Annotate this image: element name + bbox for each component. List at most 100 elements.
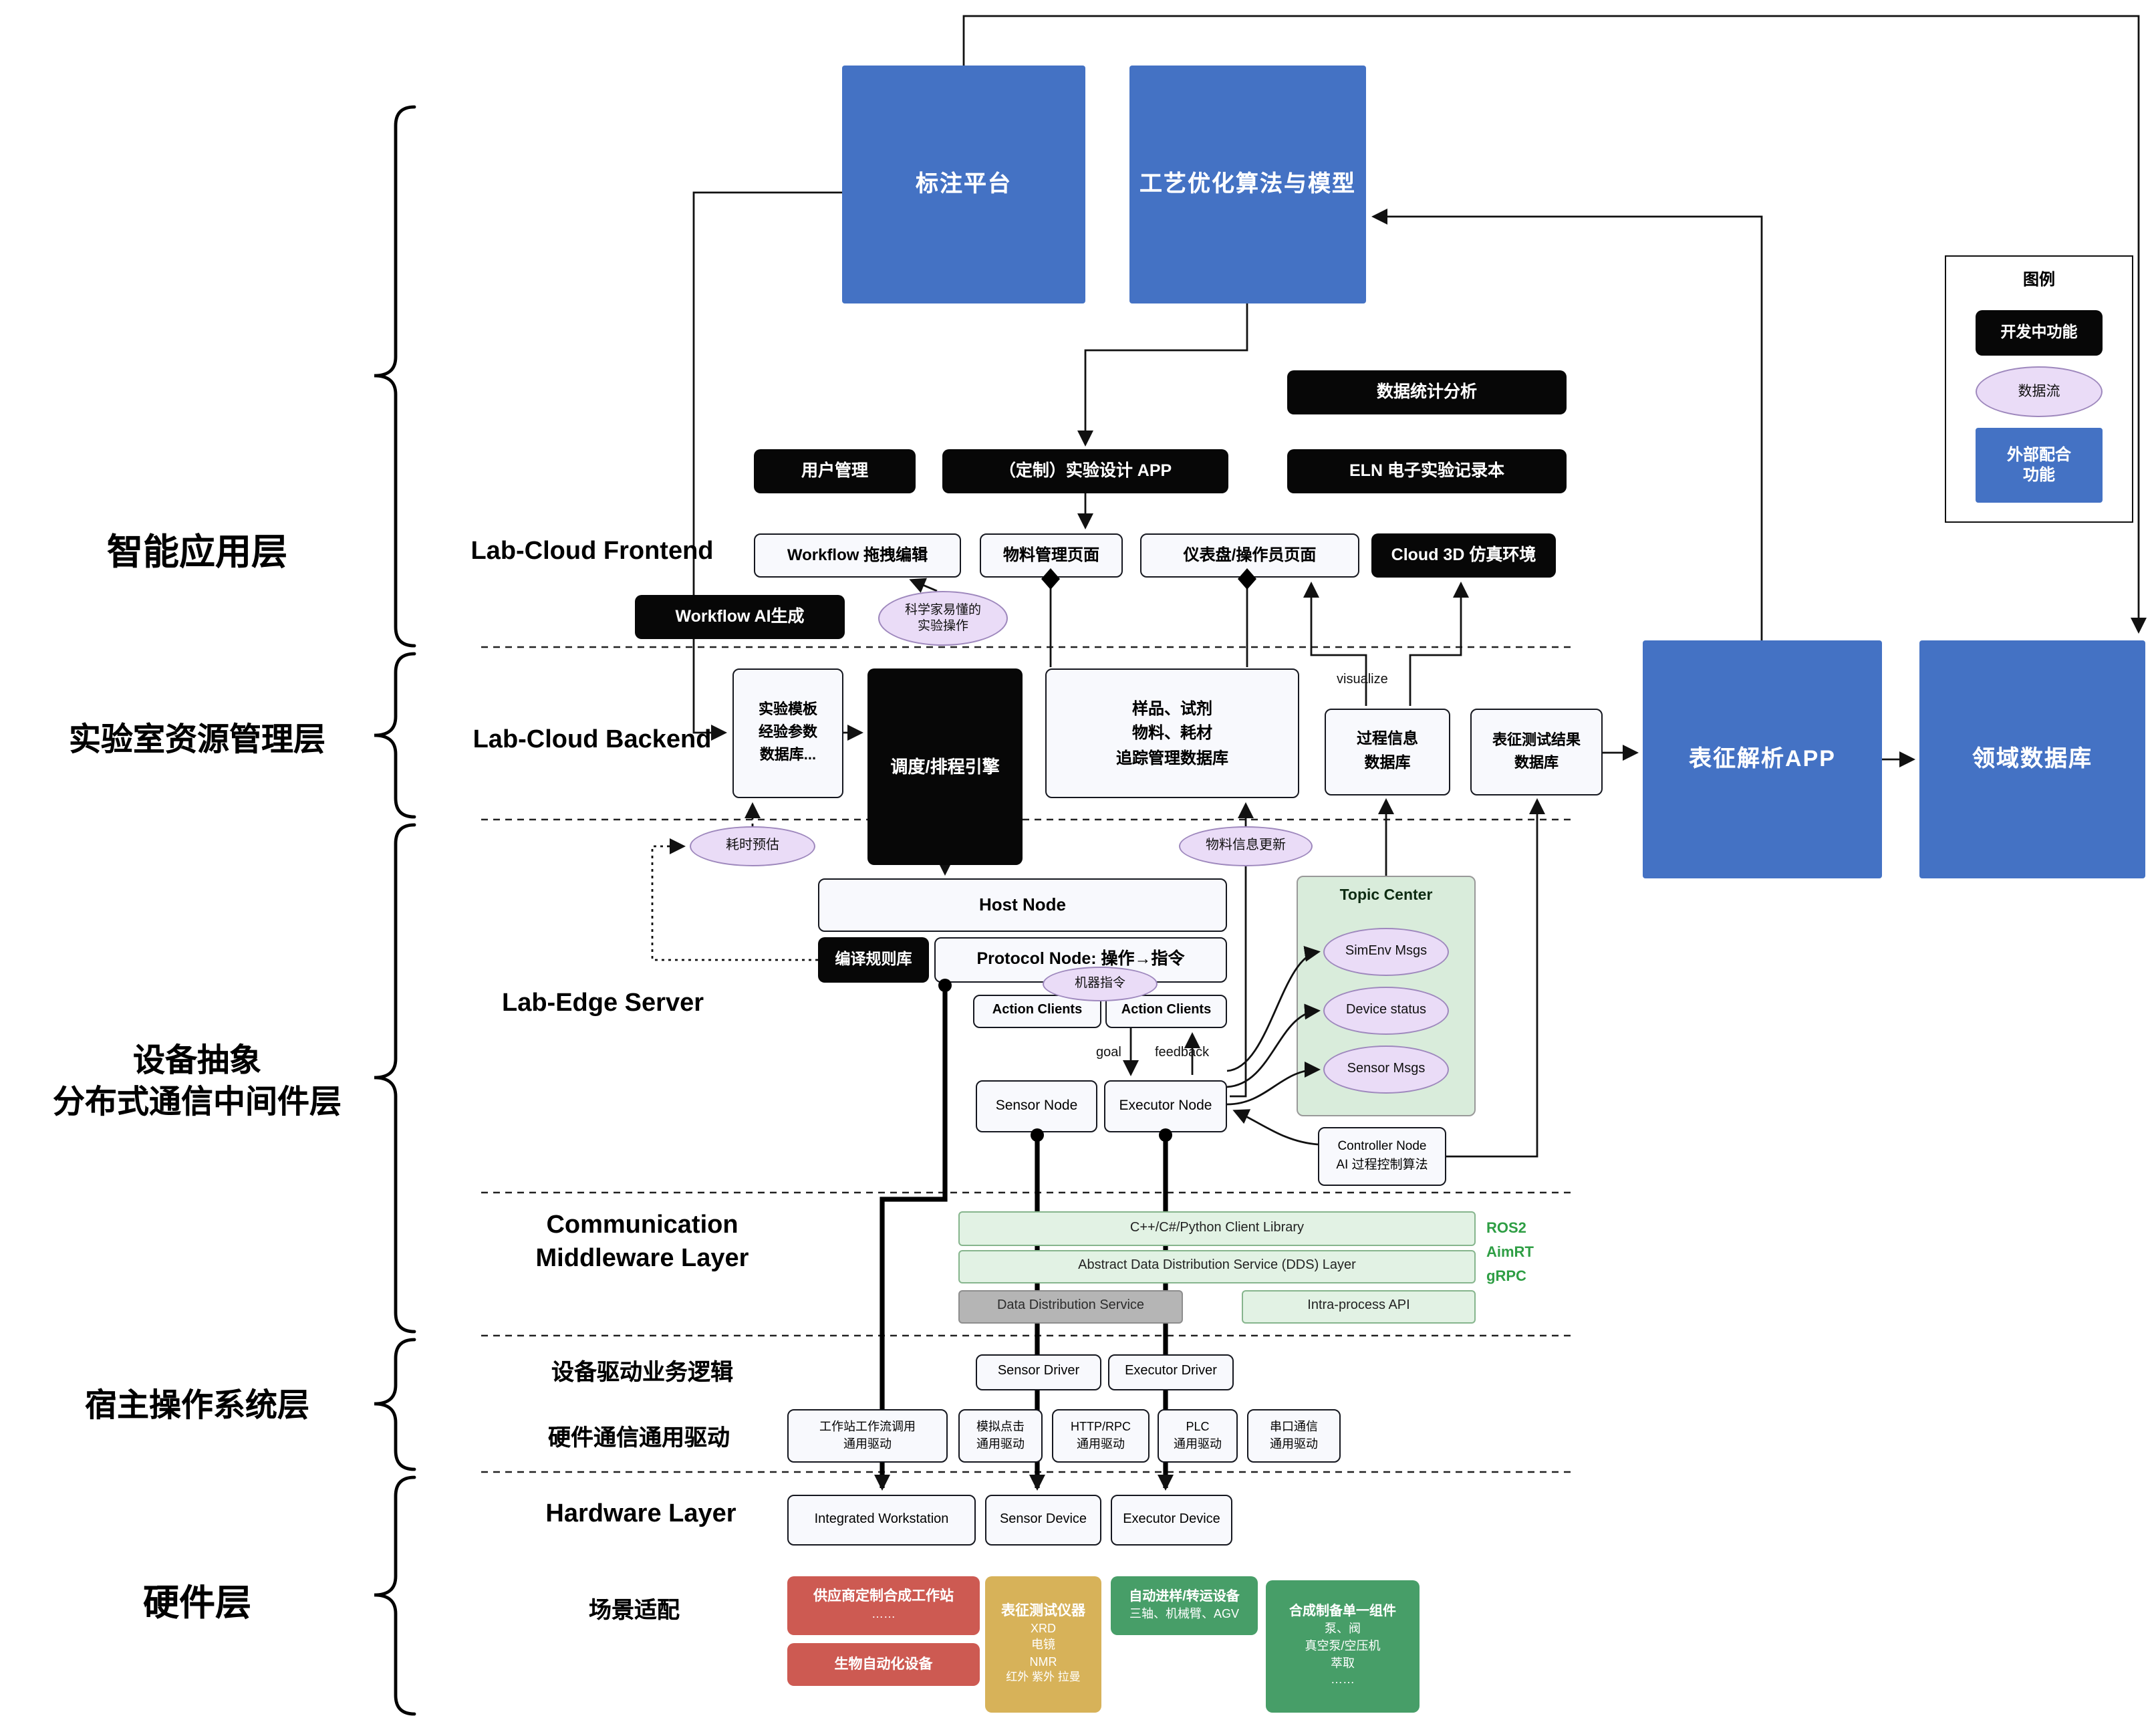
- device-status-ellipse: Device status: [1323, 987, 1449, 1035]
- flow-line: 科学家易懂的: [904, 602, 981, 618]
- layer-label-hardware: 硬件层: [143, 1583, 251, 1623]
- text-line: 实验模板: [759, 701, 817, 718]
- text-line: 泵、阀: [1324, 1622, 1361, 1636]
- text-line: 通用驱动: [1076, 1437, 1125, 1451]
- text-line: 表征测试仪器: [1001, 1602, 1085, 1619]
- host-node-box: Host Node: [818, 878, 1227, 932]
- stack-item: ROS2: [1486, 1221, 1526, 1237]
- arrow-connectors: [692, 15, 2147, 1158]
- topic-center-title: Topic Center: [1339, 888, 1433, 904]
- text-line: 追踪管理数据库: [1115, 748, 1228, 767]
- machine-cmd-ellipse: 机器指令: [1043, 967, 1158, 1001]
- text-line: 通用驱动: [1269, 1437, 1318, 1451]
- text-line: NMR: [1029, 1654, 1057, 1669]
- label-line: 分布式通信中间件层: [53, 1084, 342, 1121]
- text-line: 数据库: [1364, 755, 1411, 771]
- scheduler-box: 调度/排程引擎: [867, 668, 1023, 865]
- text-line: 数据库: [1514, 755, 1559, 771]
- generic-driver-box-click: 模拟点击 通用驱动: [958, 1409, 1043, 1463]
- text-line: 经验参数: [759, 724, 817, 741]
- generic-driver-box-plc: PLC 通用驱动: [1158, 1409, 1238, 1463]
- executor-driver-box: Executor Driver: [1108, 1354, 1234, 1390]
- text-line: 表征测试结果: [1492, 733, 1581, 749]
- text-line: 合成制备单一组件: [1289, 1604, 1396, 1620]
- text-line: HTTP/RPC: [1071, 1420, 1131, 1434]
- legend-title: 图例: [2022, 270, 2055, 289]
- scientist-ops-ellipse: 科学家易懂的 实验操作: [878, 591, 1008, 646]
- synthesis-units-box: 合成制备单一组件 泵、阀 真空泵/空压机 萃取 ……: [1266, 1580, 1420, 1713]
- label-line: Communication: [546, 1211, 738, 1239]
- text-line: 生物自动化设备: [834, 1656, 933, 1673]
- generic-driver-box-workstation: 工作站工作流调用 通用驱动: [787, 1409, 948, 1463]
- workflow-editor-box: Workflow 拖拽编辑: [754, 533, 961, 578]
- workstation-box: Integrated Workstation: [787, 1495, 976, 1546]
- flow-line: 实验操作: [917, 618, 968, 633]
- sample-db-box: 样品、试剂 物料、耗材 追踪管理数据库: [1045, 668, 1299, 798]
- vendor-workstation-box: 供应商定制合成工作站 ……: [787, 1576, 980, 1635]
- material-page-box: 物料管理页面: [980, 533, 1123, 578]
- generic-driver-box-http: HTTP/RPC 通用驱动: [1052, 1409, 1150, 1463]
- annotation-platform-box: 标注平台: [842, 66, 1085, 303]
- text-line: Controller Node: [1337, 1138, 1427, 1154]
- process-db-box: 过程信息 数据库: [1325, 709, 1450, 795]
- dotted-connectors: [651, 802, 818, 961]
- legend-data-flow: 数据流: [1976, 366, 2103, 417]
- sensor-device-box: Sensor Device: [985, 1495, 1101, 1546]
- char-instruments-box: 表征测试仪器 XRD 电镜 NMR 红外 紫外 拉曼: [985, 1576, 1101, 1713]
- user-mgmt-box: 用户管理: [754, 449, 916, 493]
- section-label-driver-logic: 设备驱动业务逻辑: [551, 1360, 733, 1385]
- section-label-edge-server: Lab-Edge Server: [502, 989, 704, 1017]
- text-line: 通用驱动: [976, 1437, 1025, 1451]
- middleware-stack-labels: ROS2 AimRT gRPC: [1486, 1217, 1534, 1289]
- text-line: ……: [871, 1607, 896, 1621]
- text-line: 三轴、机械臂、AGV: [1129, 1606, 1239, 1620]
- dds-abstract-box: Abstract Data Distribution Service (DDS)…: [958, 1250, 1476, 1283]
- text-line: 串口通信: [1269, 1420, 1318, 1434]
- layer-braces: [374, 105, 416, 1716]
- section-label-hw-comm-driver: 硬件通信通用驱动: [548, 1425, 730, 1451]
- text-line: 萃取: [1330, 1656, 1355, 1670]
- domain-db-box: 领域数据库: [1919, 640, 2145, 878]
- generic-driver-box-serial: 串口通信 通用驱动: [1247, 1409, 1341, 1463]
- dds-box: Data Distribution Service: [958, 1290, 1183, 1324]
- stack-item: gRPC: [1486, 1269, 1526, 1285]
- executor-node-box: Executor Node: [1104, 1080, 1227, 1132]
- sampling-transfer-box: 自动进样/转运设备 三轴、机械臂、AGV: [1111, 1576, 1258, 1635]
- visualize-label: visualize: [1337, 672, 1388, 687]
- text-line: XRD: [1030, 1621, 1056, 1635]
- section-label-communication: Communication Middleware Layer: [505, 1210, 779, 1276]
- char-result-db-box: 表征测试结果 数据库: [1470, 709, 1603, 795]
- dashboard-page-box: 仪表盘/操作员页面: [1140, 533, 1359, 578]
- layer-label-intelligent-app: 智能应用层: [107, 532, 287, 572]
- controller-node-box: Controller Node AI 过程控制算法: [1318, 1127, 1446, 1186]
- sensor-node-box: Sensor Node: [976, 1080, 1097, 1132]
- exp-design-app-box: （定制）实验设计 APP: [942, 449, 1228, 493]
- workflow-ai-box: Workflow AI生成: [635, 595, 845, 639]
- text-line: 外部配合: [2006, 445, 2071, 465]
- layer-label-device-abstraction: 设备抽象 分布式通信中间件层: [13, 1040, 381, 1124]
- text-line: 模拟点击: [976, 1420, 1025, 1434]
- feedback-label: feedback: [1155, 1046, 1210, 1060]
- process-opt-model-box: 工艺优化算法与模型: [1129, 66, 1366, 303]
- text-line: 样品、试剂: [1131, 699, 1212, 718]
- layer-label-lab-resource: 实验室资源管理层: [69, 722, 325, 758]
- legend-external: 外部配合 功能: [1976, 428, 2103, 503]
- bio-automation-box: 生物自动化设备: [787, 1643, 980, 1686]
- text-line: 真空泵/空压机: [1305, 1639, 1381, 1652]
- time-estimate-ellipse: 耗时预估: [690, 826, 815, 866]
- goal-label: goal: [1096, 1046, 1121, 1060]
- text-line: 通用驱动: [843, 1437, 892, 1451]
- text-line: 过程信息: [1357, 731, 1418, 748]
- stack-item: AimRT: [1486, 1245, 1534, 1261]
- template-db-box: 实验模板 经验参数 数据库...: [732, 668, 843, 798]
- text-line: 通用驱动: [1173, 1437, 1222, 1451]
- label-line: 设备抽象: [133, 1043, 261, 1079]
- text-line: 自动进样/转运设备: [1129, 1589, 1240, 1604]
- section-label-backend: Lab-Cloud Backend: [473, 726, 712, 754]
- data-stats-box: 数据统计分析: [1287, 370, 1567, 414]
- label-line: Middleware Layer: [535, 1244, 749, 1273]
- client-lib-box: C++/C#/Python Client Library: [958, 1211, 1476, 1246]
- cloud-3d-box: Cloud 3D 仿真环境: [1371, 533, 1556, 578]
